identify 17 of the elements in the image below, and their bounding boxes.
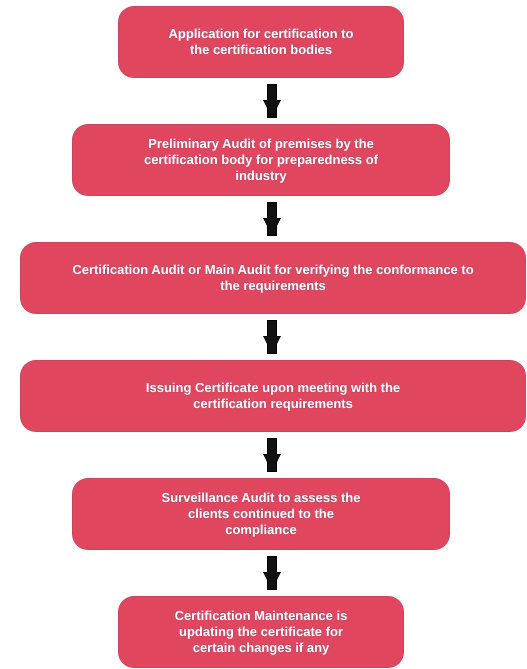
step-text: Application for certification to the certification bodies	[168, 26, 354, 58]
arrow	[263, 556, 281, 590]
process-box	[72, 478, 450, 550]
arrow	[263, 438, 281, 472]
step-text: Certification Maintenance is updating the certificate for certain changes if any	[174, 608, 348, 656]
arrow	[263, 320, 281, 354]
arrow	[263, 84, 281, 118]
process-box	[20, 242, 526, 314]
process-box	[118, 596, 404, 668]
process-box	[20, 360, 526, 432]
arrow	[263, 202, 281, 236]
step-text: Certification Audit or Main Audit for verifying the conformance to the requirements	[71, 262, 475, 294]
process-box	[72, 124, 450, 196]
step-text: Issuing Certificate upon meeting with the certification requirements	[144, 380, 402, 412]
step-text: Preliminary Audit of premises by the certification body for preparedness of industry	[142, 136, 380, 184]
process-box	[118, 6, 404, 78]
step-text: Surveillance Audit to assess the clients continued to the compliance	[160, 490, 362, 538]
